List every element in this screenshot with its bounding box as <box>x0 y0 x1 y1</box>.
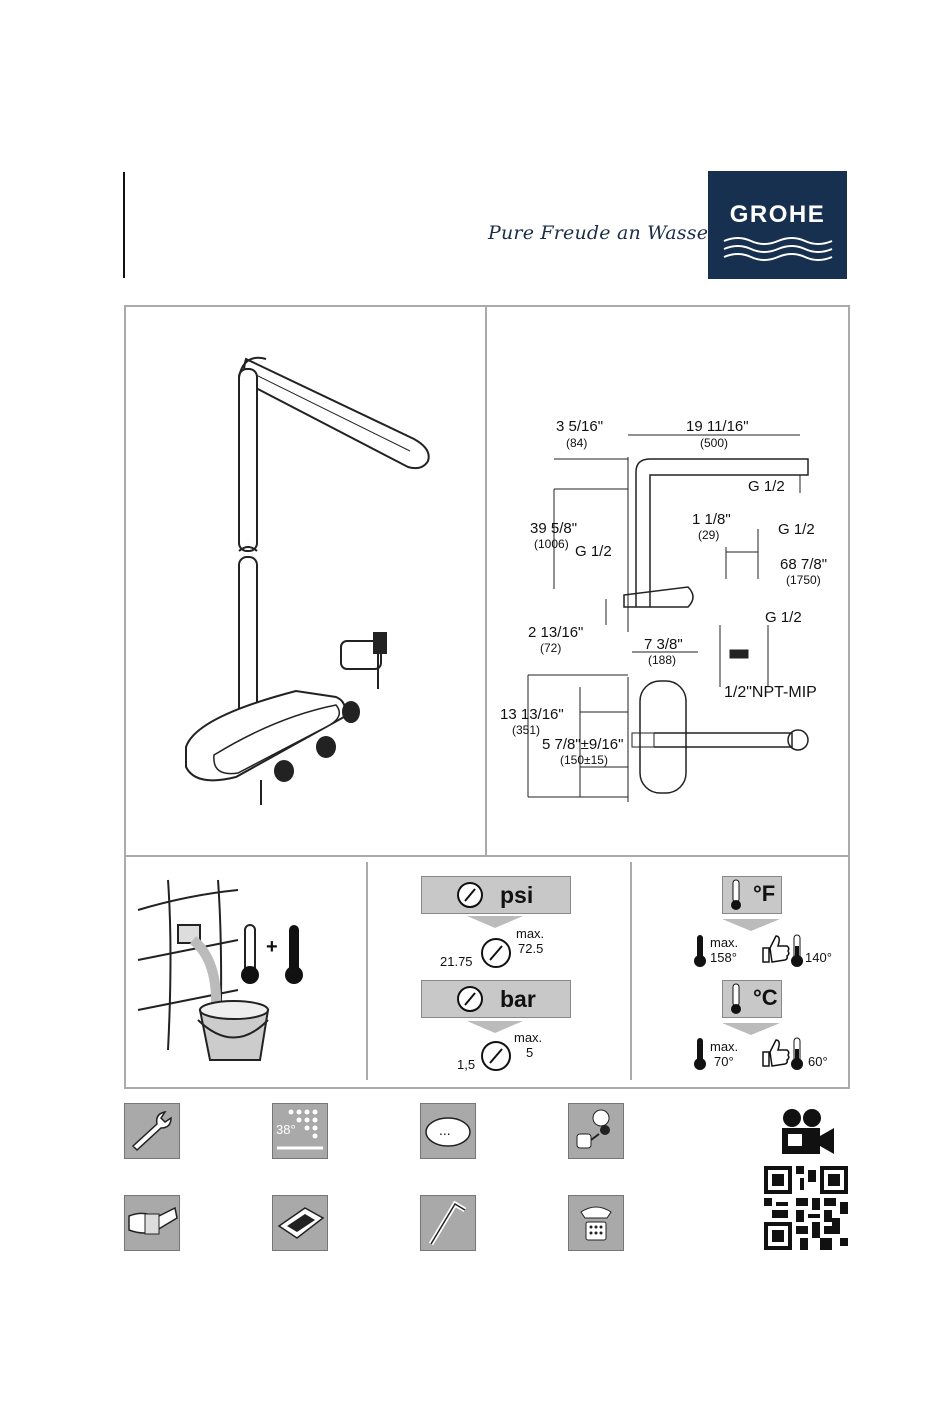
plus-sign: + <box>266 936 278 959</box>
dim-g-half-top: G 1/2 <box>748 478 785 495</box>
max-thermometer-icon <box>693 1037 707 1071</box>
dim-1-1-8: 1 1/8" <box>692 511 731 528</box>
grease-box-icon <box>272 1195 328 1251</box>
fahrenheit-label: °F <box>753 881 775 907</box>
fahrenheit-banner: °F <box>722 876 782 914</box>
bar-label: bar <box>500 986 536 1013</box>
dim-g-half-mid: G 1/2 <box>778 521 815 538</box>
bar-min: 1,5 <box>457 1057 475 1072</box>
service-phone-icon <box>568 1195 624 1251</box>
dim-g-half-left: G 1/2 <box>575 543 612 560</box>
dim-7-3-8: 7 3/8" <box>644 636 683 653</box>
dim-84mm: (84) <box>566 437 587 450</box>
psi-gauge-icon <box>480 937 512 969</box>
dim-1750mm: (1750) <box>786 574 821 587</box>
psi-label: psi <box>500 882 533 909</box>
bar-max: 5 <box>526 1045 533 1060</box>
header-rule <box>123 172 125 278</box>
psi-min: 21.75 <box>440 954 473 969</box>
dim-29mm: (29) <box>698 529 719 542</box>
dim-39-5-8: 39 5/8" <box>530 520 577 537</box>
thermometer-icon <box>729 983 743 1015</box>
slogan: Pure Freude an Wasser <box>488 222 717 244</box>
dim-2-13-16: 2 13/16" <box>528 624 583 641</box>
psi-max: 72.5 <box>518 941 543 956</box>
c-rec-value: 60° <box>808 1054 828 1069</box>
qr-code-icon <box>764 1166 848 1250</box>
thermostat-dial-icon: 38° <box>272 1103 328 1159</box>
psi-banner: psi <box>421 876 571 914</box>
dim-g-half-nipple: G 1/2 <box>765 609 802 626</box>
dim-1006mm: (1006) <box>534 538 569 551</box>
dim-72mm: (72) <box>540 642 561 655</box>
f-max-label: max. <box>710 935 738 950</box>
fahrenheit-arrow <box>722 919 780 931</box>
wrench-icon <box>124 1103 180 1159</box>
c-max-value: 70° <box>714 1054 734 1069</box>
psi-max-label: max. <box>516 926 544 941</box>
divider-2 <box>630 862 632 1080</box>
max-thermometer-icon <box>693 934 707 968</box>
dim-3-5-16: 3 5/16" <box>556 418 603 435</box>
video-camera-icon <box>778 1108 836 1158</box>
hex-key-icon <box>420 1195 476 1251</box>
f-max-value: 158° <box>710 950 737 965</box>
divider-1 <box>366 862 368 1080</box>
brand-text: GROHE <box>708 201 847 229</box>
dim-150mm: (150±15) <box>560 754 608 767</box>
thumbs-up-icon <box>760 1036 790 1068</box>
dim-13-13-16: 13 13/16" <box>500 706 564 723</box>
bar-gauge-icon <box>480 1040 512 1072</box>
more-icon: ... <box>420 1103 476 1159</box>
rec-thermometer-icon <box>790 934 804 968</box>
dim-19-11-16: 19 11/16" <box>686 418 749 435</box>
bar-banner: bar <box>421 980 571 1018</box>
thermometer-icon <box>729 879 743 911</box>
cartridge-icon <box>568 1103 624 1159</box>
thumbs-up-icon <box>760 932 790 964</box>
dim-npt-mip: 1/2"NPT-MIP <box>724 684 817 702</box>
waves-icon <box>722 235 834 265</box>
dim-188mm: (188) <box>648 654 676 667</box>
celsius-arrow <box>722 1023 780 1035</box>
rec-thermometer-icon <box>790 1037 804 1071</box>
dim-500mm: (500) <box>700 437 728 450</box>
more-dots: ... <box>439 1122 451 1138</box>
celsius-banner: °C <box>722 980 782 1018</box>
celsius-label: °C <box>753 985 778 1011</box>
shower-system-illustration <box>126 307 484 855</box>
dim-5-7-8: 5 7/8"±9/16" <box>542 736 623 753</box>
pressure-gauge-icon <box>456 985 484 1013</box>
panel-divider <box>485 307 487 855</box>
pressure-gauge-icon <box>456 881 484 909</box>
dim-68-7-8: 68 7/8" <box>780 556 827 573</box>
c-max-label: max. <box>710 1039 738 1054</box>
hand-cleaning-icon <box>124 1195 180 1251</box>
dim-351mm: (351) <box>512 724 540 737</box>
flushing-illustration <box>128 870 360 1070</box>
f-rec-value: 140° <box>805 950 832 965</box>
grohe-logo: GROHE <box>708 171 847 279</box>
psi-arrow <box>467 916 523 928</box>
bar-max-label: max. <box>514 1030 542 1045</box>
thermo-value: 38° <box>276 1122 296 1137</box>
